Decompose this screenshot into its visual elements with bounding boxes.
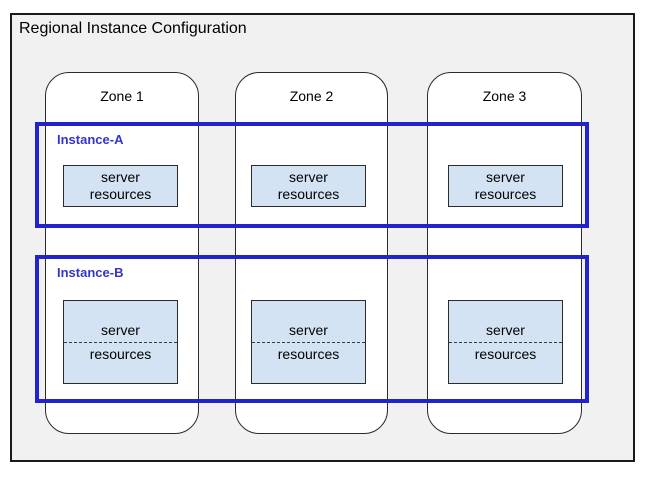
diagram-title: Regional Instance Configuration	[19, 20, 247, 37]
server-box-line1: server	[101, 169, 140, 185]
server-resources-box-a2: server resources	[251, 165, 366, 207]
instance-a-label: Instance-A	[57, 132, 124, 147]
server-resources-box-b1: server resources	[63, 300, 178, 384]
server-box-line2: resources	[277, 345, 340, 362]
instance-a-box: Instance-A	[35, 122, 589, 228]
instance-b-label: Instance-B	[57, 265, 124, 280]
server-box-line2: resources	[89, 186, 152, 202]
server-box-line1: server	[486, 321, 525, 338]
dashed-divider	[64, 341, 177, 343]
server-resources-box-a3: server resources	[448, 165, 563, 207]
server-resources-box-b3: server resources	[448, 300, 563, 384]
dashed-divider	[449, 341, 562, 343]
instance-b-box: Instance-B	[35, 255, 589, 403]
server-resources-box-a1: server resources	[63, 165, 178, 207]
server-box-line1: server	[289, 321, 328, 338]
server-box-line1: server	[101, 321, 140, 338]
zone-2-label: Zone 2	[289, 88, 334, 104]
server-box-line1: server	[289, 169, 328, 185]
zone-3-label: Zone 3	[482, 88, 527, 104]
server-box-line2: resources	[277, 186, 340, 202]
server-box-line2: resources	[474, 186, 537, 202]
server-box-line2: resources	[474, 345, 537, 362]
zone-1-label: Zone 1	[100, 88, 144, 104]
server-box-line1: server	[486, 169, 525, 185]
server-box-line2: resources	[89, 345, 152, 362]
dashed-divider	[252, 341, 365, 343]
server-resources-box-b2: server resources	[251, 300, 366, 384]
